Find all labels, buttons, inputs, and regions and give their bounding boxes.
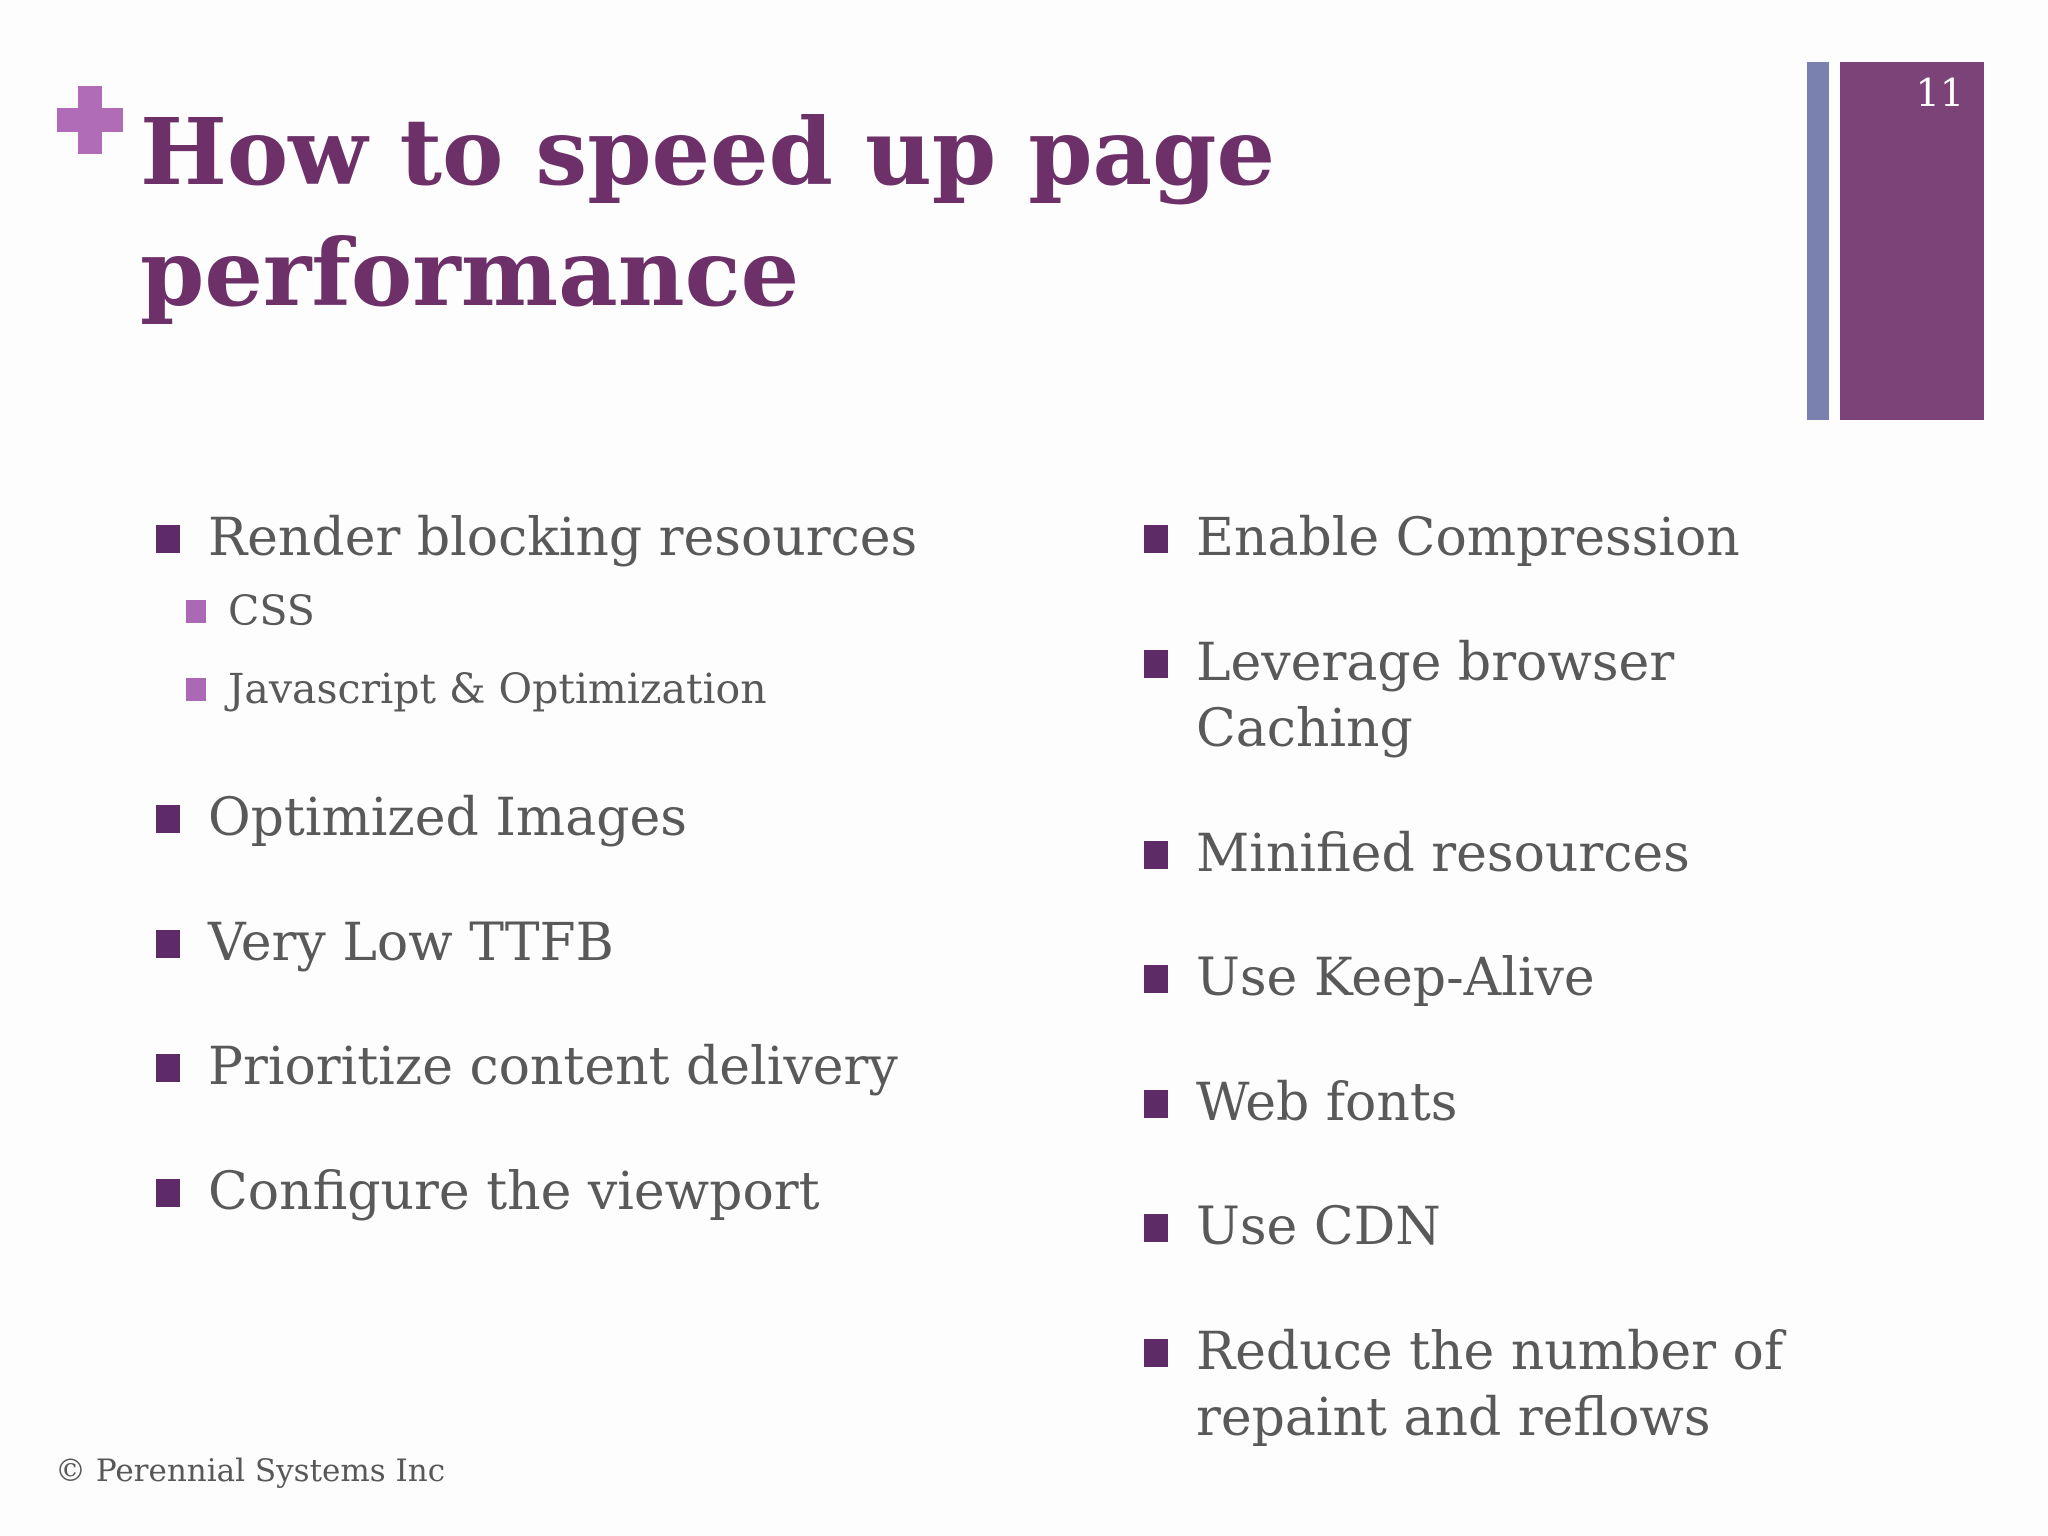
list-item: Reduce the number of repaint and reflows xyxy=(1144,1319,1944,1452)
list-item-label: Prioritize content delivery xyxy=(208,1037,898,1098)
square-bullet-icon xyxy=(156,1054,180,1083)
square-bullet-icon xyxy=(1144,840,1168,869)
bullet-list-left: Render blocking resources CSS Javascript… xyxy=(156,505,1076,1283)
sub-list-item-label: CSS xyxy=(228,586,315,635)
list-item: Prioritize content delivery xyxy=(156,1034,1076,1101)
slide-title: How to speed up page performance xyxy=(140,98,1275,328)
plus-icon xyxy=(57,86,123,154)
list-item: Optimized Images xyxy=(156,785,1076,852)
list-item: Web fonts xyxy=(1144,1070,1944,1137)
corner-thin-stripe xyxy=(1807,62,1829,420)
square-bullet-icon xyxy=(1144,525,1168,553)
square-bullet-icon xyxy=(186,677,206,701)
list-item-label: Configure the viewport xyxy=(208,1161,820,1222)
list-item: Leverage browser Caching xyxy=(1144,630,1944,763)
list-item: Configure the viewport xyxy=(156,1159,1076,1226)
page-number: 11 xyxy=(1915,71,1964,115)
square-bullet-icon xyxy=(1144,1089,1168,1118)
list-item: Very Low TTFB xyxy=(156,910,1076,977)
list-item: Minified resources xyxy=(1144,821,1944,888)
list-item-label: Optimized Images xyxy=(208,788,687,849)
sub-list-item: Javascript & Optimization xyxy=(186,663,1076,716)
list-item-label: Use CDN xyxy=(1196,1197,1441,1258)
bullet-list-right: Enable Compression Leverage browser Cach… xyxy=(1144,505,1944,1510)
list-item: Use Keep-Alive xyxy=(1144,945,1944,1012)
list-item: Enable Compression xyxy=(1144,505,1944,572)
sub-bullet-list: CSS Javascript & Optimization xyxy=(186,585,1076,717)
list-item-label: Use Keep-Alive xyxy=(1196,948,1595,1009)
square-bullet-icon xyxy=(156,929,180,958)
square-bullet-icon xyxy=(156,1178,180,1207)
list-item-label: Leverage browser Caching xyxy=(1196,632,1675,760)
square-bullet-icon xyxy=(1144,965,1168,994)
corner-wide-stripe: 11 xyxy=(1840,62,1984,420)
square-bullet-icon xyxy=(186,599,206,623)
square-bullet-icon xyxy=(1144,1338,1168,1367)
list-item-label: Reduce the number of repaint and reflows xyxy=(1196,1321,1784,1449)
list-item: Use CDN xyxy=(1144,1194,1944,1261)
list-item-label: Render blocking resources xyxy=(208,508,918,568)
list-item-label: Very Low TTFB xyxy=(208,912,614,973)
list-item-label: Minified resources xyxy=(1196,823,1690,884)
footer-copyright: © Perennial Systems Inc xyxy=(55,1453,446,1489)
square-bullet-icon xyxy=(1144,1214,1168,1243)
list-item-label: Web fonts xyxy=(1196,1072,1458,1133)
sub-list-item: CSS xyxy=(186,585,1076,638)
sub-list-item-label: Javascript & Optimization xyxy=(228,664,767,713)
square-bullet-icon xyxy=(156,525,180,553)
list-item: Render blocking resources xyxy=(156,505,1076,572)
square-bullet-icon xyxy=(156,805,180,834)
list-item-label: Enable Compression xyxy=(1196,508,1740,568)
square-bullet-icon xyxy=(1144,649,1168,678)
